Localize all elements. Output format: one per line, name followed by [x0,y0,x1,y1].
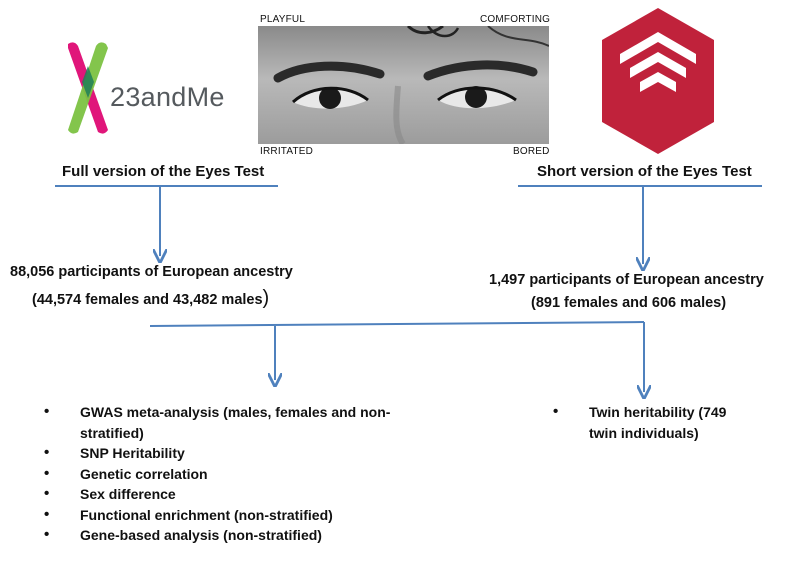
analysis-item-gwas-line1: GWAS meta-analysis (males, females and n… [80,404,391,420]
eyes-photo [258,26,549,144]
full-version-heading: Full version of the Eyes Test [62,163,265,180]
right-participants-line1: 1,497 participants of European ancestry [489,272,764,288]
analysis-item-gwas-line2: stratified) [80,424,144,441]
analysis-item-gwas: GWAS meta-analysis (males, females and n… [36,402,476,443]
left-participants-close-paren: ) [262,287,270,309]
photo-label-bottom-right: BORED [513,146,550,157]
hexagon-logo [602,8,714,154]
merge-line [149,321,645,327]
left-analyses-list: GWAS meta-analysis (males, females and n… [36,402,476,546]
left-participants-line2: (44,574 females and 43,482 males) [32,287,269,310]
photo-label-top-left: PLAYFUL [260,14,306,25]
logo-wordmark: 23andMe [110,82,225,112]
analysis-item-functional-enrichment: Functional enrichment (non-stratified) [36,505,476,526]
analysis-item-genetic-correlation: Genetic correlation [36,464,476,485]
twin-heritability-line1: Twin heritability (749 [589,404,727,420]
right-participants-line2: (891 females and 606 males) [531,295,727,311]
twin-heritability-line2: twin individuals) [589,424,699,441]
photo-label-bottom-left: IRRITATED [260,146,314,157]
analysis-item-gene-based: Gene-based analysis (non-stratified) [36,525,476,546]
analysis-item-snp: SNP Heritability [36,443,476,464]
23andme-logo-mark [68,42,108,134]
right-analyses-list: Twin heritability (749 twin individuals) [545,402,785,443]
photo-label-top-right: COMFORTING [480,14,551,25]
analysis-item-sex-difference: Sex difference [36,484,476,505]
short-version-heading: Short version of the Eyes Test [537,163,752,180]
analysis-item-twin-heritability: Twin heritability (749 twin individuals) [545,402,785,443]
left-participants-line2-text: (44,574 females and 43,482 males [32,292,263,308]
left-participants-line1: 88,056 participants of European ancestry [10,264,293,280]
